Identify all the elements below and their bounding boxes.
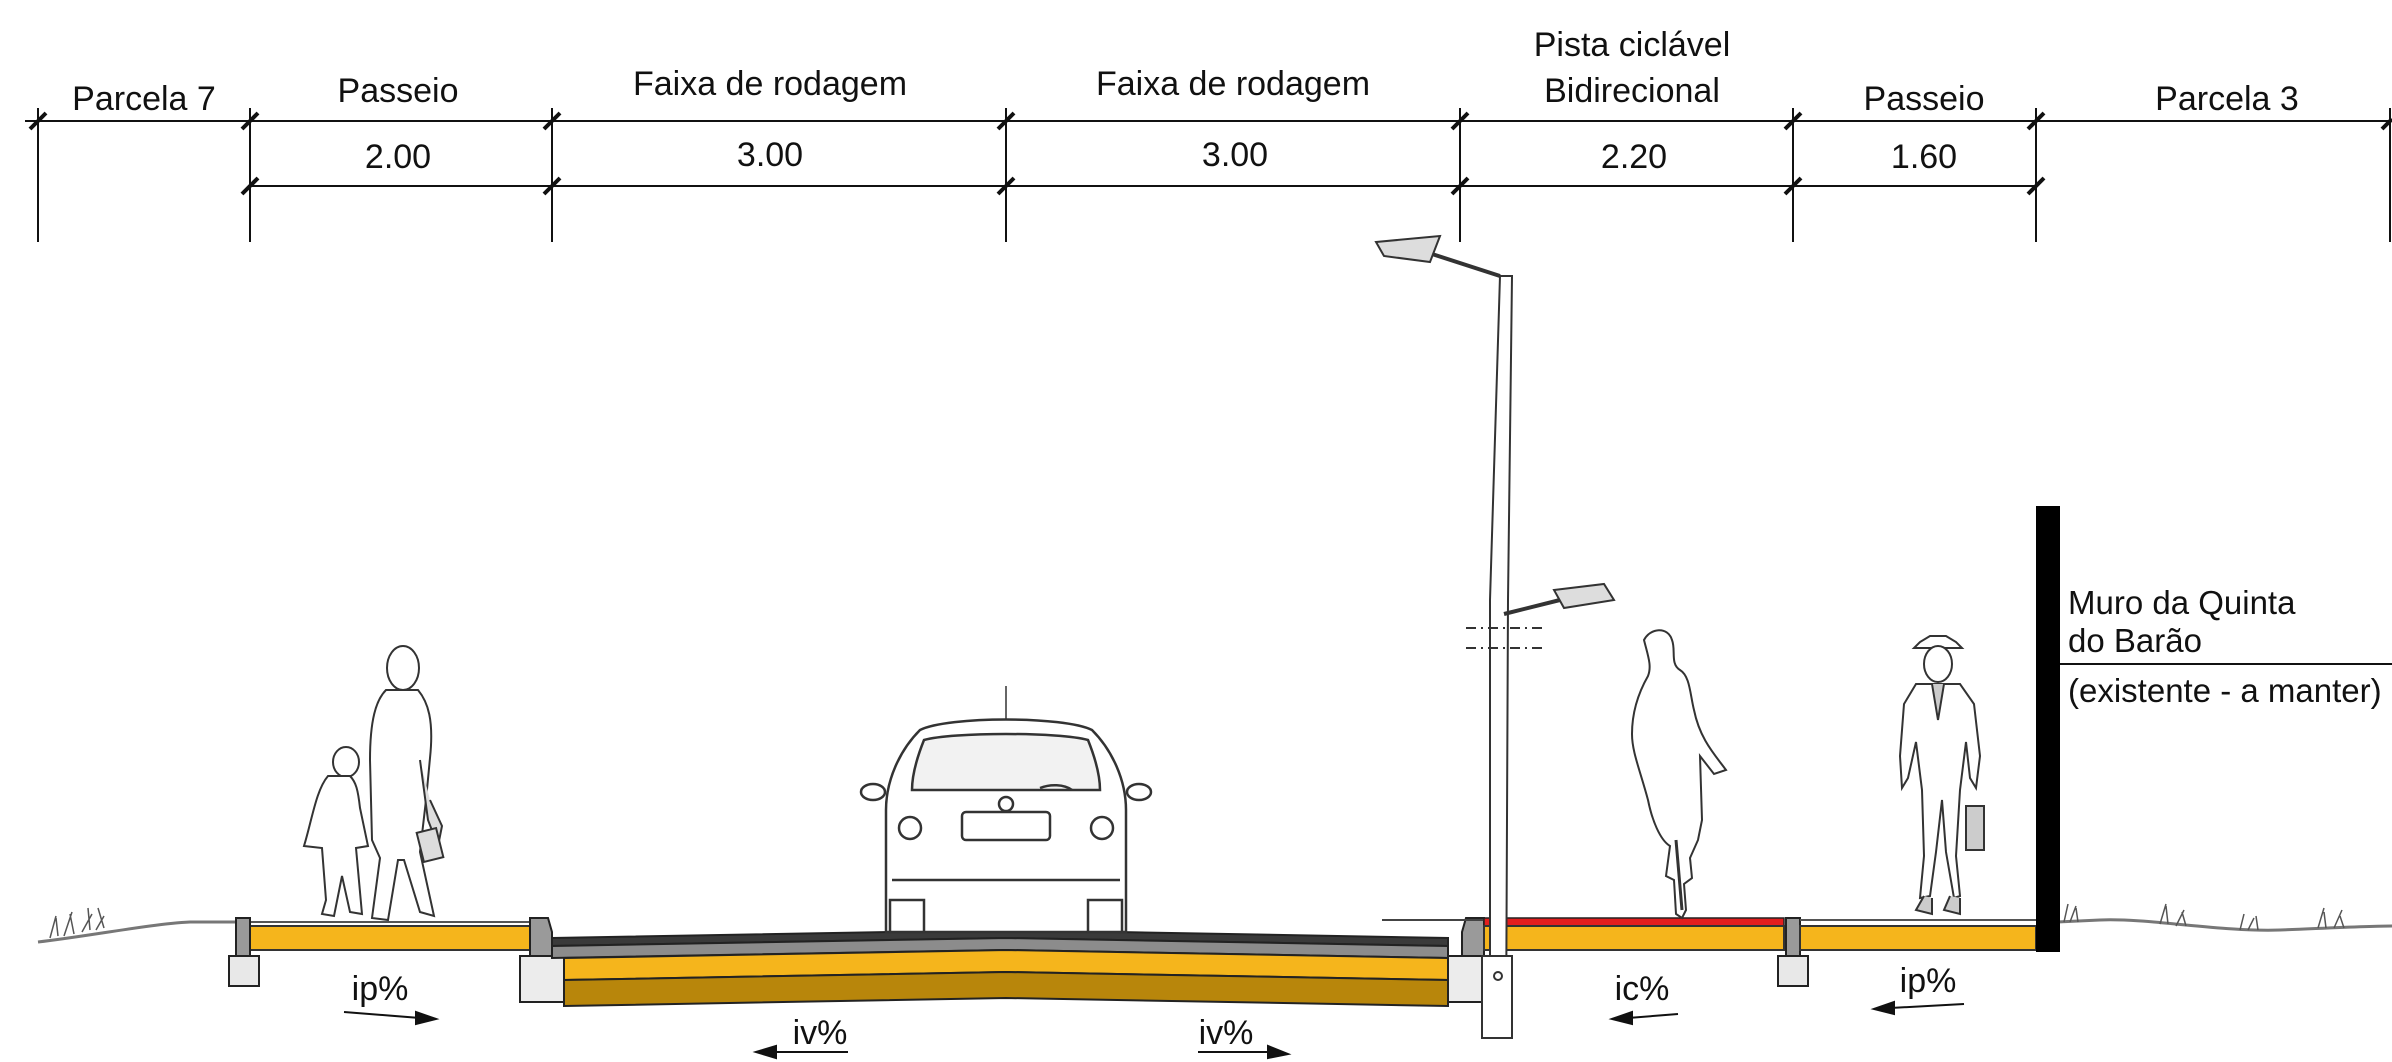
sidewalk-right — [1799, 919, 2037, 951]
sidewalk-left — [228, 917, 533, 987]
dimension-lines — [25, 108, 2392, 242]
width-faixa-2: 3.00 — [1202, 136, 1268, 174]
width-passeio-left: 2.00 — [365, 138, 431, 176]
label-faixa-2: Faixa de rodagem — [1096, 65, 1370, 103]
businessman-icon — [1898, 635, 1985, 916]
wall-label-line3: (existente - a manter) — [2068, 672, 2382, 709]
car-rear-icon — [859, 686, 1153, 934]
roadway — [551, 928, 1449, 1008]
street-lamp-icon — [1374, 234, 1616, 1039]
label-ciclavel-line2: Bidirecional — [1544, 72, 1720, 110]
label-ciclavel-line1: Pista ciclável — [1534, 26, 1731, 64]
dimension-ticks — [28, 111, 2392, 196]
width-passeio-right: 1.60 — [1891, 138, 1957, 176]
label-faixa-1: Faixa de rodagem — [633, 65, 907, 103]
wall-label-line2: do Barão — [2068, 622, 2202, 659]
slope-label-road-left: iv% — [793, 1014, 848, 1052]
slope-label-sidewalk-left: ip% — [352, 970, 409, 1008]
wall-label-line1: Muro da Quinta — [2068, 584, 2296, 621]
ground-line — [37, 918, 2392, 944]
width-faixa-1: 3.00 — [737, 136, 803, 174]
bike-lane — [1382, 917, 1785, 951]
separator-stone — [1777, 917, 1809, 987]
label-parcela-7: Parcela 7 — [72, 80, 216, 118]
label-passeio-left: Passeio — [338, 72, 459, 110]
wall-muro-quinta — [2036, 506, 2392, 952]
grass-icon — [49, 903, 2345, 939]
slope-label-bike: ic% — [1615, 970, 1670, 1008]
width-ciclavel: 2.20 — [1601, 138, 1667, 176]
slope-arrows — [343, 1000, 1965, 1060]
pedestrian-adult-child-icon — [302, 645, 445, 922]
label-parcela-3: Parcela 3 — [2155, 80, 2299, 118]
label-passeio-right: Passeio — [1864, 80, 1985, 118]
cyclist-icon — [1630, 629, 1728, 920]
slope-label-road-right: iv% — [1199, 1014, 1254, 1052]
slope-label-sidewalk-right: ip% — [1900, 962, 1957, 1000]
